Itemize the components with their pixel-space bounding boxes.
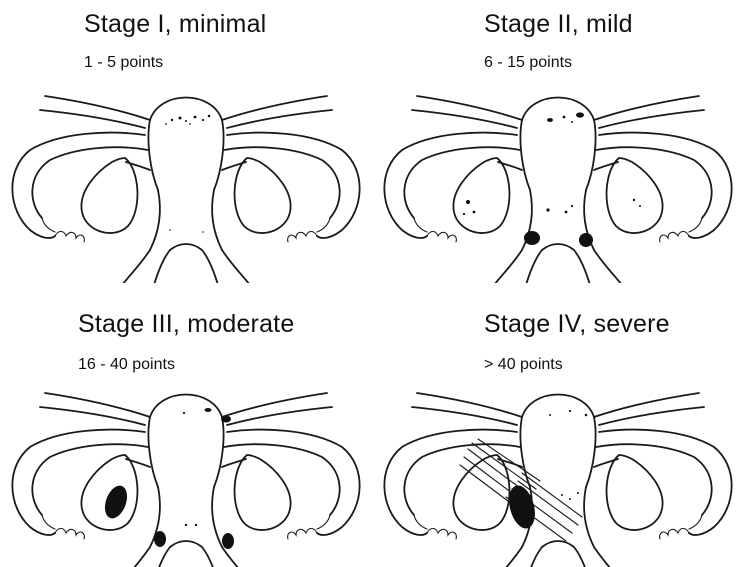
stage-4-panel: Stage IV, severe > 40 points bbox=[372, 284, 744, 567]
stage-4-title: Stage IV, severe bbox=[484, 310, 670, 339]
stage-3-points: 16 - 40 points bbox=[78, 356, 175, 374]
stage-3-title: Stage III, moderate bbox=[78, 310, 294, 339]
stage-4-points: > 40 points bbox=[484, 356, 563, 374]
stage-3-uterus-drawing bbox=[0, 377, 372, 567]
stage-2-title: Stage II, mild bbox=[484, 10, 633, 39]
stage-2-points: 6 - 15 points bbox=[484, 54, 572, 72]
stage-1-lesions bbox=[165, 115, 210, 233]
stage-1-panel: Stage I, minimal 1 - 5 points bbox=[0, 0, 372, 283]
stage-3-panel: Stage III, moderate 16 - 40 points bbox=[0, 284, 372, 567]
stage-2-uterus-drawing bbox=[372, 80, 744, 283]
stage-1-title: Stage I, minimal bbox=[84, 10, 266, 39]
stage-1-uterus-drawing bbox=[0, 80, 372, 283]
stage-4-uterus-drawing bbox=[372, 377, 744, 567]
stage-2-panel: Stage II, mild 6 - 15 points bbox=[372, 0, 744, 283]
stage-1-points: 1 - 5 points bbox=[84, 54, 163, 72]
